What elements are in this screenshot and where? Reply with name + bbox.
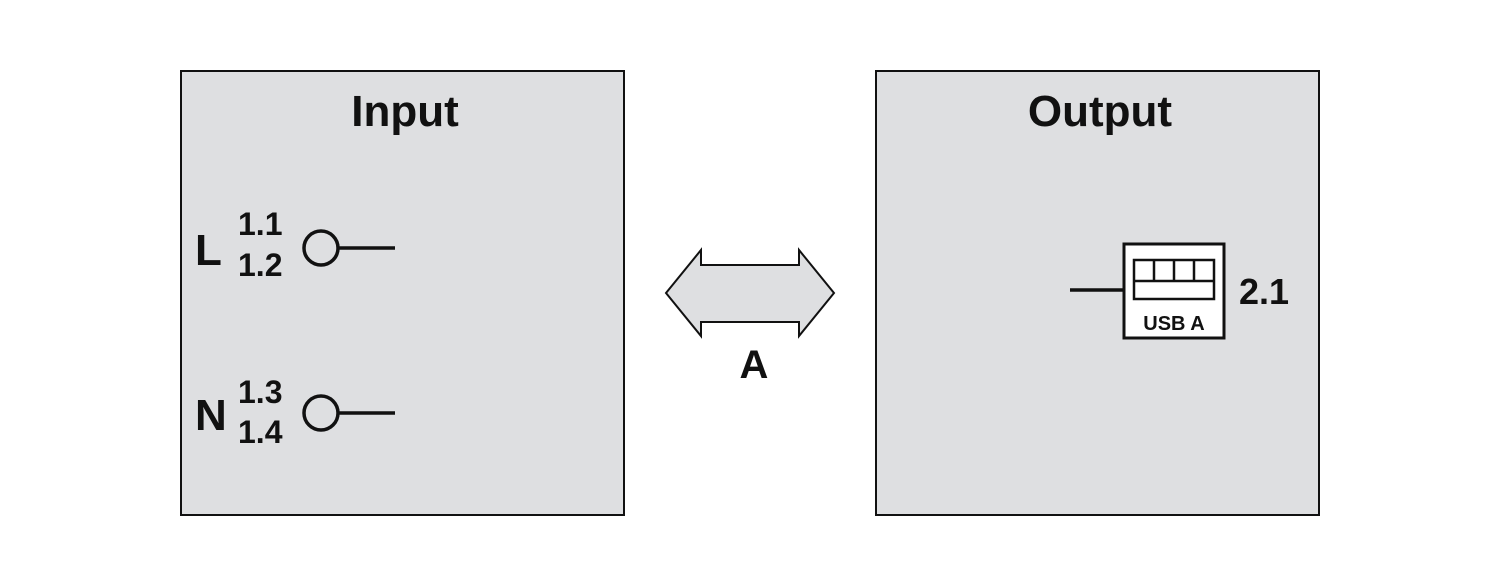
connection: A [664,247,836,387]
pin-label: 1.1 [238,206,282,242]
terminal-n: N 1.3 1.4 [195,374,395,450]
terminal-label: N [195,391,227,440]
pin-label: 2.1 [1239,271,1289,312]
output-block: Output USB A 2.1 [875,70,1320,516]
output-title: Output [1028,87,1173,136]
usb-a-icon [1122,242,1226,340]
input-title: Input [351,87,459,136]
pin-label: 1.3 [238,374,282,410]
double-arrow-icon [664,247,836,339]
terminal-label: L [195,226,222,275]
connection-label: A [740,343,769,387]
input-block: Input L 1.1 1.2 N 1.3 1.4 [180,70,625,516]
pin-label: 1.4 [238,414,283,450]
port-type-label: USB A [1143,313,1204,335]
terminal-l: L 1.1 1.2 [195,206,395,283]
pin-label: 1.2 [238,247,282,283]
